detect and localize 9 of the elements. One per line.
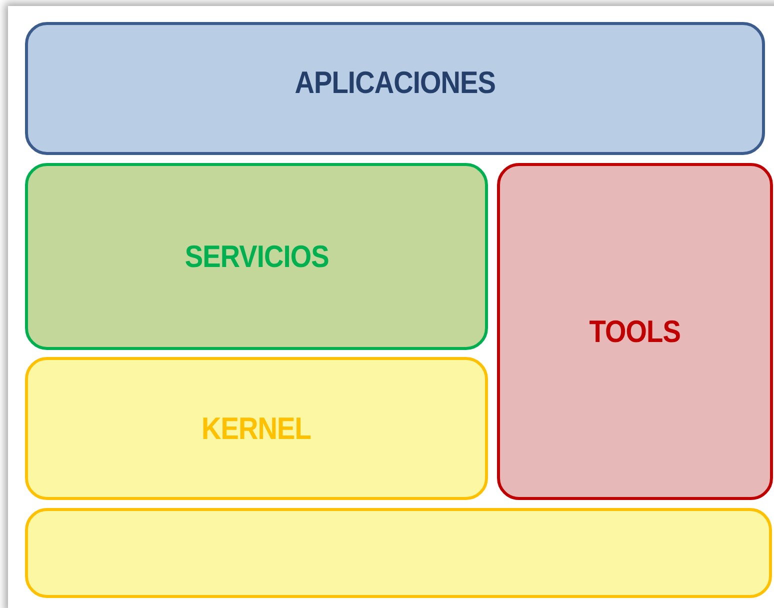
layer-label: APLICACIONES xyxy=(294,64,496,100)
layer-box xyxy=(497,163,773,500)
layer-label: KERNEL xyxy=(202,410,312,446)
layer-label: SERVICIOS xyxy=(184,238,329,274)
layer-box xyxy=(25,22,765,155)
layer-box xyxy=(25,357,488,500)
layer-box xyxy=(25,163,488,350)
layer-label: TOOLS xyxy=(589,314,681,350)
empty-box xyxy=(25,508,772,598)
